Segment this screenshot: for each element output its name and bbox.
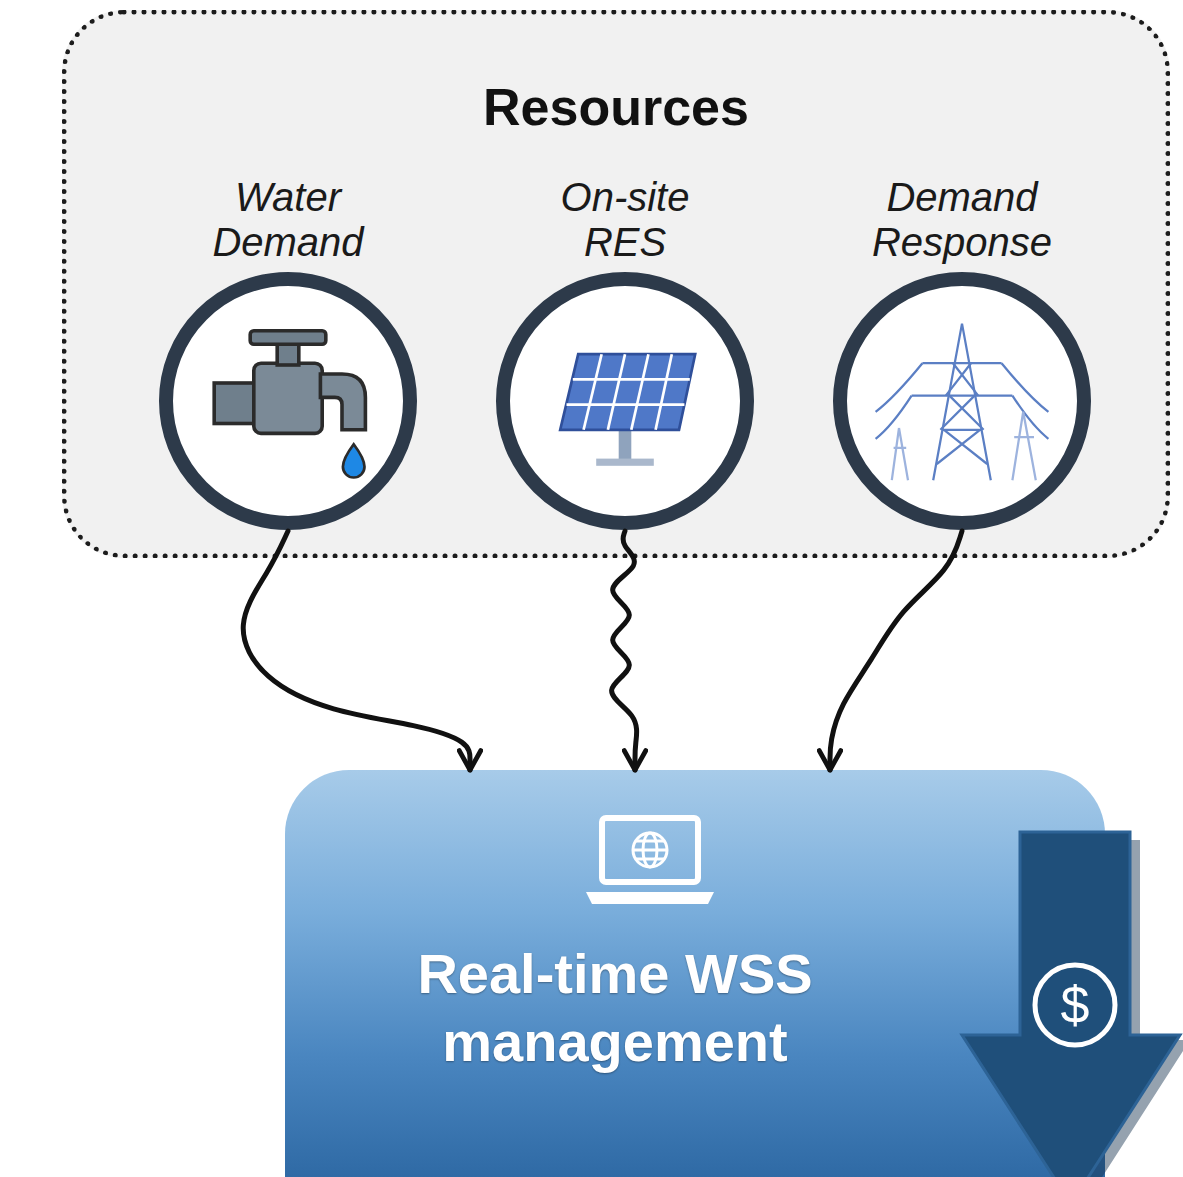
resource-icon — [876, 324, 1049, 481]
resource-circle-outline — [832, 271, 1092, 531]
laptop-icon-shape — [586, 818, 714, 904]
flow-connector — [243, 531, 470, 770]
management-box: Real-time WSS management — [285, 770, 1105, 1177]
resource-heading: Demand Response — [857, 175, 1067, 265]
resource-circle: Demand Response — [822, 175, 1102, 531]
resource-circle: On-site RES — [485, 175, 765, 531]
circle-ring — [166, 279, 410, 523]
resource-icon — [560, 354, 695, 466]
management-title: Real-time WSS management — [305, 940, 925, 1076]
resource-heading: Water Demand — [183, 175, 393, 265]
laptop-icon — [580, 812, 720, 912]
currency-symbol: $ — [1035, 965, 1115, 1045]
flow-connector — [830, 531, 962, 770]
circle-ring — [503, 279, 747, 523]
circle-ring — [840, 279, 1084, 523]
resource-circle-outline — [495, 271, 755, 531]
resource-panel: Water Demand On-site RES Demand Response Re… — [62, 10, 1170, 558]
resource-circle-outline — [158, 271, 418, 531]
cost-down-arrow-shape — [962, 832, 1183, 1177]
panel-title: Resources — [67, 77, 1165, 137]
resource-heading: On-site RES — [520, 175, 730, 265]
resource-circle: Water Demand — [148, 175, 428, 531]
flow-connector — [612, 531, 637, 770]
resource-icon — [214, 331, 365, 478]
